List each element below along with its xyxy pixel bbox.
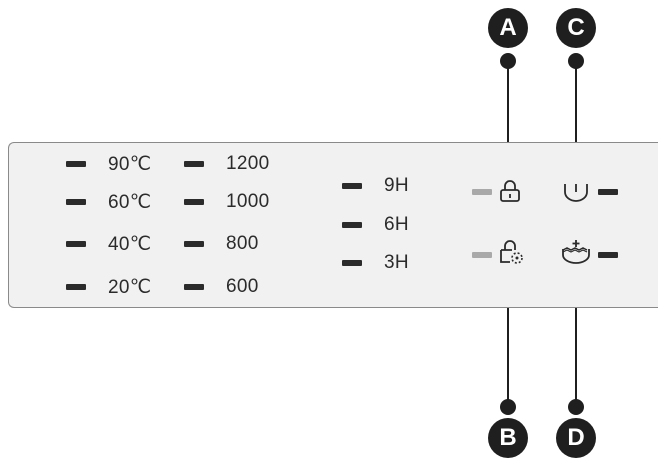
- delay-indicator: [342, 260, 362, 266]
- delay-row-6h: 6H: [342, 212, 409, 238]
- delay-row-3h: 3H: [342, 250, 409, 276]
- spin-indicator: [184, 199, 204, 205]
- leader-dot-b-bottom: [500, 399, 516, 415]
- callout-d: D: [556, 418, 596, 458]
- spin-label: 1200: [226, 153, 270, 174]
- spin-row-800: 800: [184, 231, 259, 257]
- callout-c: C: [556, 8, 596, 48]
- drain-tub-icon: [564, 184, 588, 202]
- temp-label: 90℃: [108, 153, 152, 175]
- delay-indicator: [342, 222, 362, 228]
- temp-label: 20℃: [108, 276, 152, 298]
- spin-indicator: [184, 241, 204, 247]
- spin-label: 1000: [226, 191, 270, 212]
- delay-indicator: [342, 183, 362, 189]
- door-lock-icon: [500, 240, 523, 264]
- temp-row-60: 60℃: [66, 189, 151, 215]
- delay-label: 6H: [384, 214, 409, 235]
- delay-label: 3H: [384, 252, 409, 273]
- leader-dot-a-top: [500, 53, 516, 69]
- delay-label: 9H: [384, 175, 409, 196]
- temp-indicator: [66, 284, 86, 290]
- spin-label: 800: [226, 233, 259, 254]
- spin-row-1000: 1000: [184, 189, 269, 215]
- delay-row-9h: 9H: [342, 173, 409, 199]
- temp-indicator: [66, 161, 86, 167]
- spin-indicator: [184, 161, 204, 167]
- temp-row-90: 90℃: [66, 151, 151, 177]
- leader-dot-d-bottom: [568, 399, 584, 415]
- temp-indicator: [66, 241, 86, 247]
- temp-row-20: 20℃: [66, 274, 151, 300]
- child-lock-icon: [500, 180, 520, 202]
- drain-indicator: [598, 189, 618, 195]
- temp-label: 40℃: [108, 233, 152, 255]
- control-panel: [8, 142, 658, 308]
- leader-dot-c-top: [568, 53, 584, 69]
- callout-b: B: [488, 418, 528, 458]
- door-lock-indicator: [472, 252, 492, 258]
- temp-label: 60℃: [108, 191, 152, 213]
- spin-label: 600: [226, 276, 259, 297]
- prewash-tub-icon: [562, 240, 590, 264]
- spin-row-1200: 1200: [184, 151, 269, 177]
- spin-indicator: [184, 284, 204, 290]
- callout-a: A: [488, 8, 528, 48]
- temp-row-40: 40℃: [66, 231, 151, 257]
- spin-row-600: 600: [184, 274, 259, 300]
- prewash-indicator: [598, 252, 618, 258]
- child-lock-indicator: [472, 189, 492, 195]
- temp-indicator: [66, 199, 86, 205]
